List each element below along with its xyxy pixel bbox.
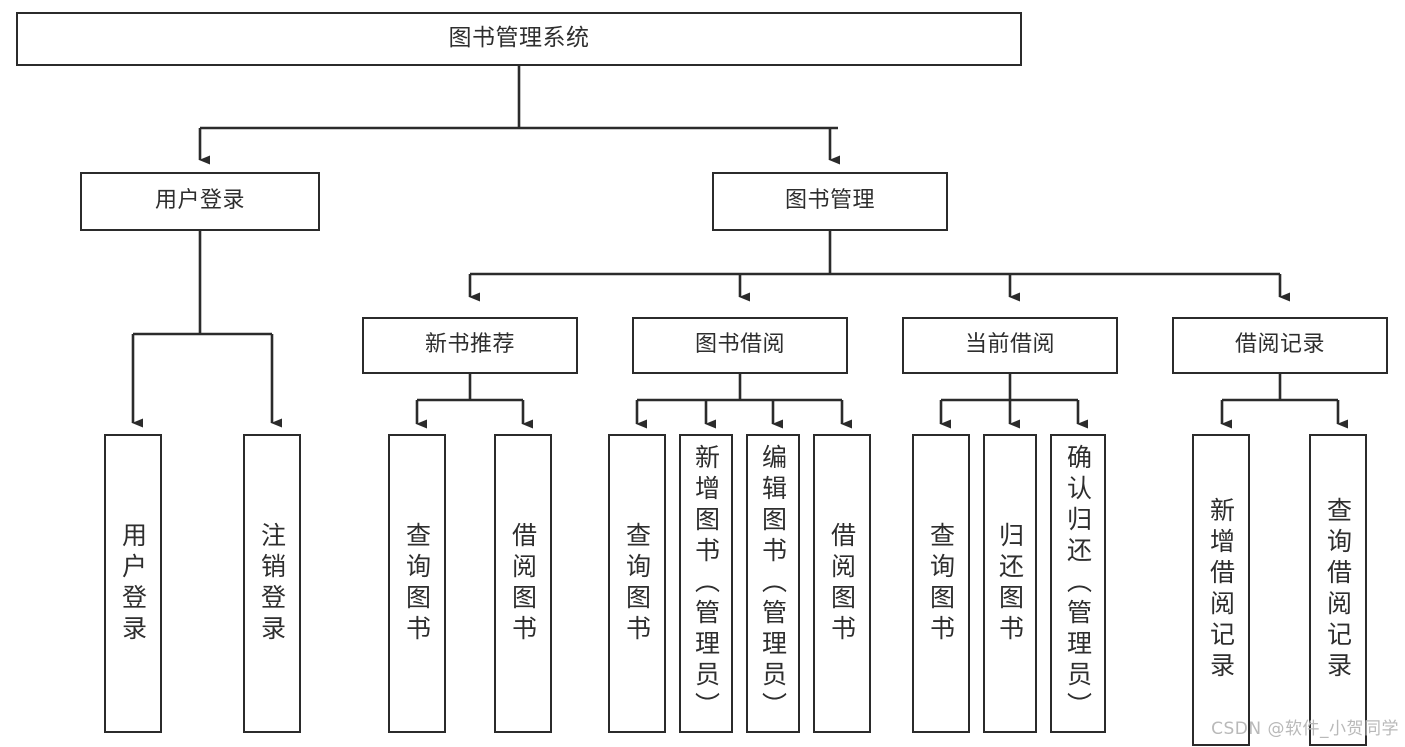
leaf-return-book[interactable]: 归还图书 [983,434,1037,733]
node-label: 归还图书 [995,521,1025,646]
leaf-query-book-recommend[interactable]: 查询图书 [388,434,446,733]
node-label: 注销登录 [257,521,287,646]
node-label: 查询借阅记录 [1323,497,1353,683]
node-new-book-rec[interactable]: 新书推荐 [362,317,578,374]
node-label: 用户登录 [118,521,148,646]
node-label: 查询图书 [622,521,652,646]
node-current-borrow[interactable]: 当前借阅 [902,317,1118,374]
leaf-confirm-return-admin[interactable]: 确认归还（管理员） [1050,434,1106,733]
leaf-query-book-borrow[interactable]: 查询图书 [608,434,666,733]
node-label: 图书管理 [784,188,875,214]
leaf-edit-book-admin[interactable]: 编辑图书（管理员） [746,434,800,733]
node-borrow-record[interactable]: 借阅记录 [1172,317,1388,374]
leaf-add-book-admin[interactable]: 新增图书（管理员） [679,434,733,733]
node-label: 借阅记录 [1234,332,1325,358]
leaf-query-borrow-record[interactable]: 查询借阅记录 [1309,434,1367,746]
node-label: 当前借阅 [964,332,1055,358]
node-label: 借阅图书 [508,521,538,646]
node-label: 查询图书 [402,521,432,646]
node-label: 借阅图书 [827,521,857,646]
leaf-borrow-book-recommend[interactable]: 借阅图书 [494,434,552,733]
leaf-add-borrow-record[interactable]: 新增借阅记录 [1192,434,1250,746]
csdn-watermark: CSDN @软件_小贺同学 [1211,719,1399,739]
node-label: 用户登录 [154,188,245,214]
node-label: 图书借阅 [694,332,785,358]
node-label: 确认归还（管理员） [1063,444,1093,723]
node-label: 图书管理系统 [448,25,590,52]
node-book-manage[interactable]: 图书管理 [712,172,948,231]
node-label: 查询图书 [926,521,956,646]
leaf-query-book-current[interactable]: 查询图书 [912,434,970,733]
node-label: 新书推荐 [424,332,515,358]
leaf-borrow-book-borrow[interactable]: 借阅图书 [813,434,871,733]
node-user-login[interactable]: 用户登录 [80,172,320,231]
node-label: 新增借阅记录 [1206,497,1236,683]
node-label: 编辑图书（管理员） [758,444,788,723]
node-book-borrow[interactable]: 图书借阅 [632,317,848,374]
node-root-system[interactable]: 图书管理系统 [16,12,1022,66]
node-label: 新增图书（管理员） [691,444,721,723]
leaf-user-login[interactable]: 用户登录 [104,434,162,733]
leaf-logout-login[interactable]: 注销登录 [243,434,301,733]
